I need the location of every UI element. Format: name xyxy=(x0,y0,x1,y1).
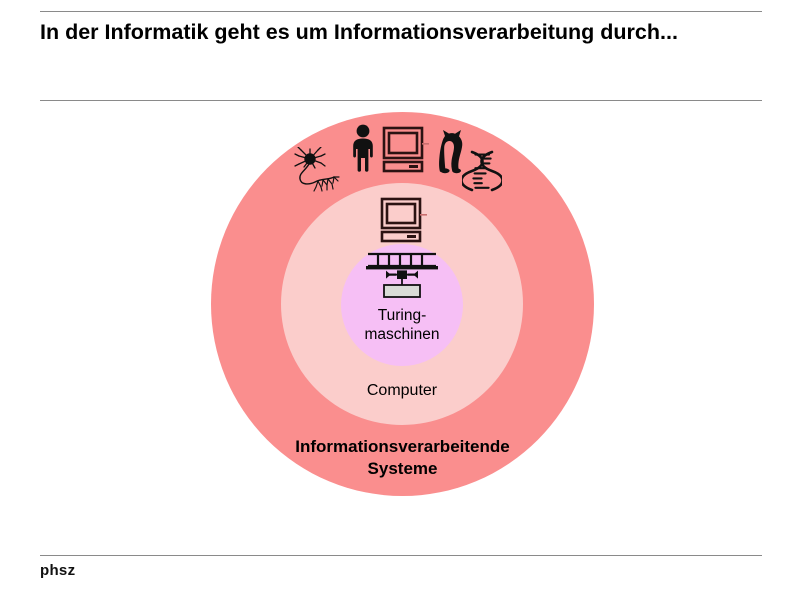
human-icon xyxy=(348,124,378,172)
header-divider-bottom xyxy=(40,100,762,101)
cat-icon xyxy=(437,130,467,174)
inner-circle-label-line2: maschinen xyxy=(364,326,440,344)
middle-circle-label: Computer xyxy=(366,382,438,399)
computer-icon xyxy=(379,197,427,243)
neuron-icon xyxy=(291,147,343,195)
outer-circle-label: Informationsverarbeitende Systeme xyxy=(211,436,594,480)
dna-icon xyxy=(462,150,502,192)
outer-circle-label-line1: Informationsverarbeitende xyxy=(295,437,510,456)
footer-divider xyxy=(40,555,762,556)
footer-logo: phsz xyxy=(40,562,76,579)
inner-circle-label: Turing- maschinen xyxy=(341,306,463,344)
inner-circle-label-line1: Turing- xyxy=(377,307,427,324)
inner-circle-turingmaschinen xyxy=(341,244,463,366)
header-divider-top xyxy=(40,11,762,12)
turing-machine-icon xyxy=(362,252,442,304)
computer-icon xyxy=(381,126,429,174)
outer-circle-label-line2: Systeme xyxy=(367,458,438,478)
page-title: In der Informatik geht es um Information… xyxy=(40,20,678,44)
